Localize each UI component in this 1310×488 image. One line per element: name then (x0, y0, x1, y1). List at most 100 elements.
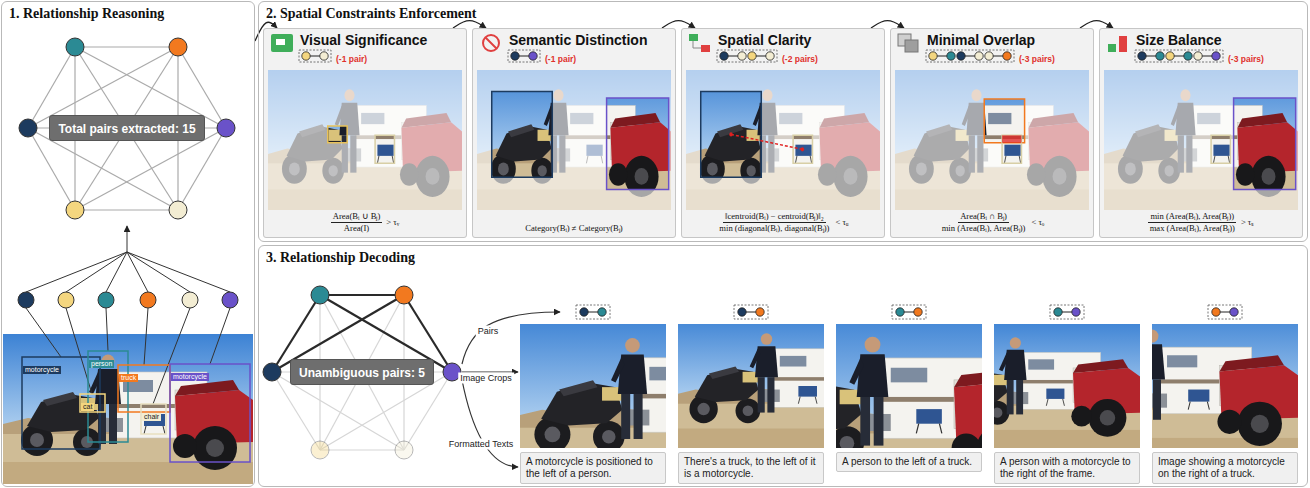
object-node (217, 119, 235, 137)
decode-arrow (462, 380, 518, 467)
constraint-icon (689, 34, 698, 41)
constraint-image (268, 70, 462, 210)
formula: ‖centroid(Bᵢ) − centroid(Bⱼ)‖₂min (diago… (682, 211, 884, 234)
pair-indicator (576, 305, 1242, 319)
box-label: motorcycle (23, 366, 61, 374)
caption-text: A person to the left of a truck. (842, 456, 976, 468)
card-background (890, 28, 1094, 238)
object-node (263, 363, 281, 381)
pair-indicator (720, 52, 746, 60)
pair-indicator (1194, 52, 1220, 60)
constraint-icon (486, 38, 497, 49)
constraint-icon (276, 39, 285, 45)
tree-connector (210, 308, 230, 364)
object-node (98, 292, 114, 308)
pair-graph (75, 209, 178, 210)
constraint-image (895, 70, 1089, 210)
constraint-image (1211, 135, 1230, 163)
pair-graph (28, 47, 226, 210)
object-node (140, 292, 156, 308)
constraint-image (268, 70, 462, 210)
pair-indicator (926, 50, 1014, 62)
caption-box: A person to the left of a truck. (836, 452, 982, 472)
object-node (66, 38, 84, 56)
tree-connector (26, 226, 230, 292)
constraint-image (686, 70, 880, 210)
formula-term: < τₒ (1031, 217, 1044, 228)
pair-indicator (1050, 305, 1084, 319)
object-node (66, 201, 84, 219)
formula: Category(Bᵢ) ≠ Category(Bⱼ) (473, 223, 675, 234)
caption-text: Image showing a motorcycle on the right … (1158, 456, 1292, 480)
count-label: Unambiguous pairs: 5 (299, 366, 425, 380)
constraint-image (793, 135, 812, 163)
constraint-card: Visual Significance(-1 pair)Area(Bᵢ ∪ Bⱼ… (263, 28, 467, 238)
formula-fraction: min (Area(Bᵢ), Area(Bⱼ))max (Area(Bᵢ), A… (1148, 211, 1237, 234)
object-node (169, 38, 187, 56)
box-label: motorcycle (171, 373, 209, 381)
pair-count: (-1 pair) (336, 54, 367, 64)
image-crop (925, 320, 1140, 449)
constraint-image (701, 91, 762, 177)
tree-connector (127, 226, 128, 252)
flow-arrow (662, 21, 695, 28)
constraint-image (1104, 70, 1298, 210)
bounding-box (141, 404, 166, 434)
constraint-icon (693, 41, 701, 48)
formula-term: > τₛ (1241, 217, 1254, 228)
box-label: cat (81, 403, 94, 411)
formula-term: ‖centroid(Bᵢ) − centroid(Bⱼ)‖₂ (723, 211, 826, 223)
constraint-image (492, 91, 553, 177)
object-node (169, 201, 187, 219)
flow-arrow (453, 21, 486, 28)
section-panel: 1. Relationship ReasoningTotal pairs ext… (1, 1, 255, 487)
constraint-image (1104, 70, 1298, 210)
constraint-image (268, 70, 462, 210)
constraint-image (731, 134, 802, 149)
constraint-image (477, 70, 671, 210)
caption-text: There's a truck, to the left of it is a … (684, 456, 818, 480)
card-background (472, 28, 676, 238)
constraint-image (1234, 98, 1296, 189)
constraint-image (686, 70, 880, 210)
formula-fraction: Area(Bᵢ ∪ Bⱼ)Area(I) (331, 211, 383, 234)
image-crop (514, 309, 1298, 488)
panel-title: 1. Relationship Reasoning (9, 6, 164, 22)
section-panel: 3. Relationship DecodingUnambiguous pair… (258, 245, 1308, 487)
tree-connector (106, 308, 108, 351)
tree-connector (153, 308, 190, 404)
constraint-image (375, 135, 394, 163)
pair-graph (320, 294, 404, 296)
object-node (311, 286, 329, 304)
formula-term: Area(Bᵢ ∪ Bⱼ) (331, 211, 383, 223)
section-panel: 2. Spatial Constraints EnforcementVisual… (258, 1, 1308, 242)
pair-indicator (1138, 52, 1164, 60)
arrow-label: Formatted Texts (447, 439, 515, 450)
card-title: Minimal Overlap (927, 32, 1093, 48)
constraint-icon (905, 40, 918, 52)
constraint-image (1002, 135, 1021, 142)
box-label: person (89, 360, 114, 368)
object-node (263, 286, 461, 459)
formula-fraction: ‖centroid(Bᵢ) − centroid(Bⱼ)‖₂min (diago… (717, 211, 831, 234)
formula-term: min (diagonal(Bᵢ), diagonal(Bⱼ)) (717, 223, 831, 234)
box-label: truck (119, 374, 138, 382)
image-crop (925, 320, 1140, 449)
constraint-card: Size Balance(-3 pairs)min (Area(Bᵢ), Are… (1099, 28, 1303, 238)
constraint-image (328, 126, 347, 143)
caption-box: A motorcycle is positioned to the left o… (520, 452, 666, 484)
pair-indicator (1166, 52, 1192, 60)
object-node (395, 286, 413, 304)
pair-indicator (748, 52, 774, 60)
constraint-image (477, 70, 671, 210)
object-node (58, 292, 74, 308)
pair-indicator (580, 308, 606, 316)
pair-indicator (299, 50, 331, 62)
caption-box: Image showing a motorcycle on the right … (1152, 452, 1298, 484)
constraint-image (895, 70, 1089, 210)
constraint-image (1002, 135, 1021, 163)
card-background (263, 28, 1303, 238)
tree-connector (127, 252, 148, 292)
